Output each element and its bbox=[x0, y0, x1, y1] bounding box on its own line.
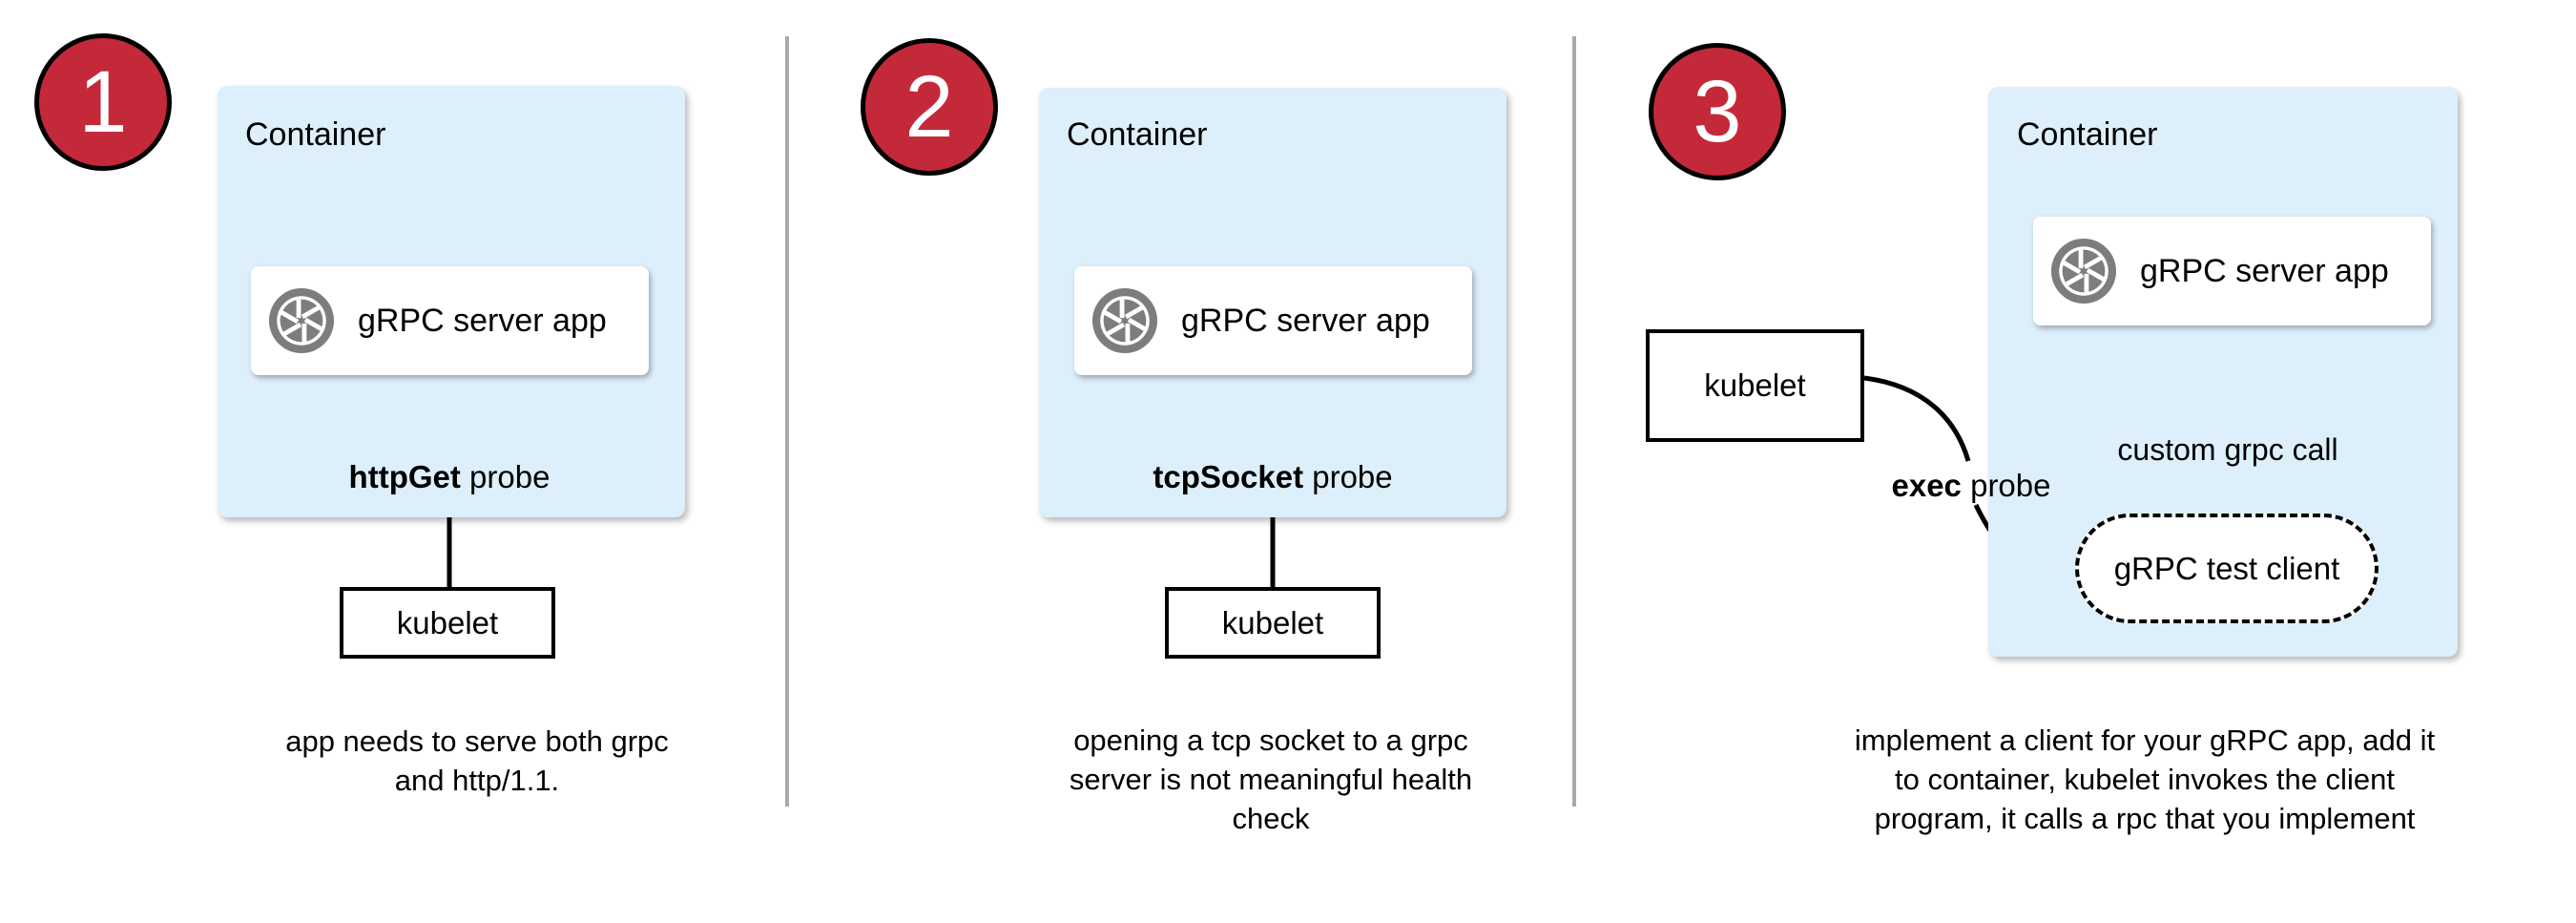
caption-1: app needs to serve both grpc and http/1.… bbox=[285, 722, 669, 800]
grpc-server-app-label: gRPC server app bbox=[1181, 302, 1430, 339]
exec-probe-curve bbox=[1863, 375, 1971, 462]
kubelet-label: kubelet bbox=[396, 604, 499, 640]
step-number: 3 bbox=[1693, 63, 1742, 160]
probe-type: tcpSocket bbox=[1153, 459, 1304, 494]
caption-2: opening a tcp socket to a grpc server is… bbox=[1070, 721, 1472, 838]
probe-word: probe bbox=[460, 459, 551, 494]
step-number: 1 bbox=[78, 53, 128, 151]
caption-line: check bbox=[1232, 802, 1310, 835]
step-badge-2: 2 bbox=[861, 38, 998, 176]
kubelet-box-3: kubelet bbox=[1646, 329, 1864, 442]
caption-line: and http/1.1. bbox=[394, 764, 560, 797]
probe-label-1: httpGet probe bbox=[349, 458, 551, 496]
step-number: 2 bbox=[904, 58, 954, 156]
probe-word: probe bbox=[1961, 468, 2051, 503]
panel-divider bbox=[785, 36, 789, 807]
grpc-server-app-label: gRPC server app bbox=[2140, 252, 2389, 289]
kubelet-box-2: kubelet bbox=[1165, 587, 1381, 659]
kubelet-box-1: kubelet bbox=[340, 587, 555, 659]
panel-divider bbox=[1572, 36, 1576, 807]
container-label: Container bbox=[245, 116, 386, 153]
step-badge-3: 3 bbox=[1649, 43, 1786, 180]
grpc-test-client-label: gRPC test client bbox=[2113, 550, 2340, 586]
step-badge-1: 1 bbox=[34, 33, 172, 171]
grpc-server-app-box-3: gRPC server app bbox=[2033, 217, 2431, 325]
probe-label-2: tcpSocket probe bbox=[1153, 458, 1392, 496]
aperture-icon bbox=[1091, 287, 1158, 354]
probe-type: httpGet bbox=[348, 459, 461, 494]
container-label: Container bbox=[1067, 116, 1208, 153]
aperture-icon bbox=[268, 287, 335, 354]
kubelet-label: kubelet bbox=[1704, 367, 1806, 403]
aperture-icon bbox=[2050, 238, 2117, 304]
caption-line: server is not meaningful health bbox=[1069, 763, 1473, 796]
probe-word: probe bbox=[1303, 459, 1393, 494]
container-label: Container bbox=[2017, 116, 2158, 153]
caption-line: opening a tcp socket to a grpc bbox=[1073, 724, 1468, 757]
kubelet-label: kubelet bbox=[1221, 604, 1324, 640]
caption-line: program, it calls a rpc that you impleme… bbox=[1874, 802, 2416, 835]
grpc-server-app-box-2: gRPC server app bbox=[1074, 266, 1472, 375]
grpc-server-app-box-1: gRPC server app bbox=[251, 266, 649, 375]
grpc-server-app-label: gRPC server app bbox=[358, 302, 607, 339]
custom-grpc-call-label: custom grpc call bbox=[2117, 432, 2338, 467]
caption-line: app needs to serve both grpc bbox=[285, 724, 669, 758]
caption-line: implement a client for your gRPC app, ad… bbox=[1854, 724, 2436, 757]
probe-label-3: exec probe bbox=[1892, 467, 2051, 505]
probe-type: exec bbox=[1891, 468, 1962, 503]
caption-line: to container, kubelet invokes the client bbox=[1895, 763, 2395, 796]
grpc-test-client-box: gRPC test client bbox=[2075, 514, 2379, 623]
caption-3: implement a client for your gRPC app, ad… bbox=[1855, 721, 2435, 838]
